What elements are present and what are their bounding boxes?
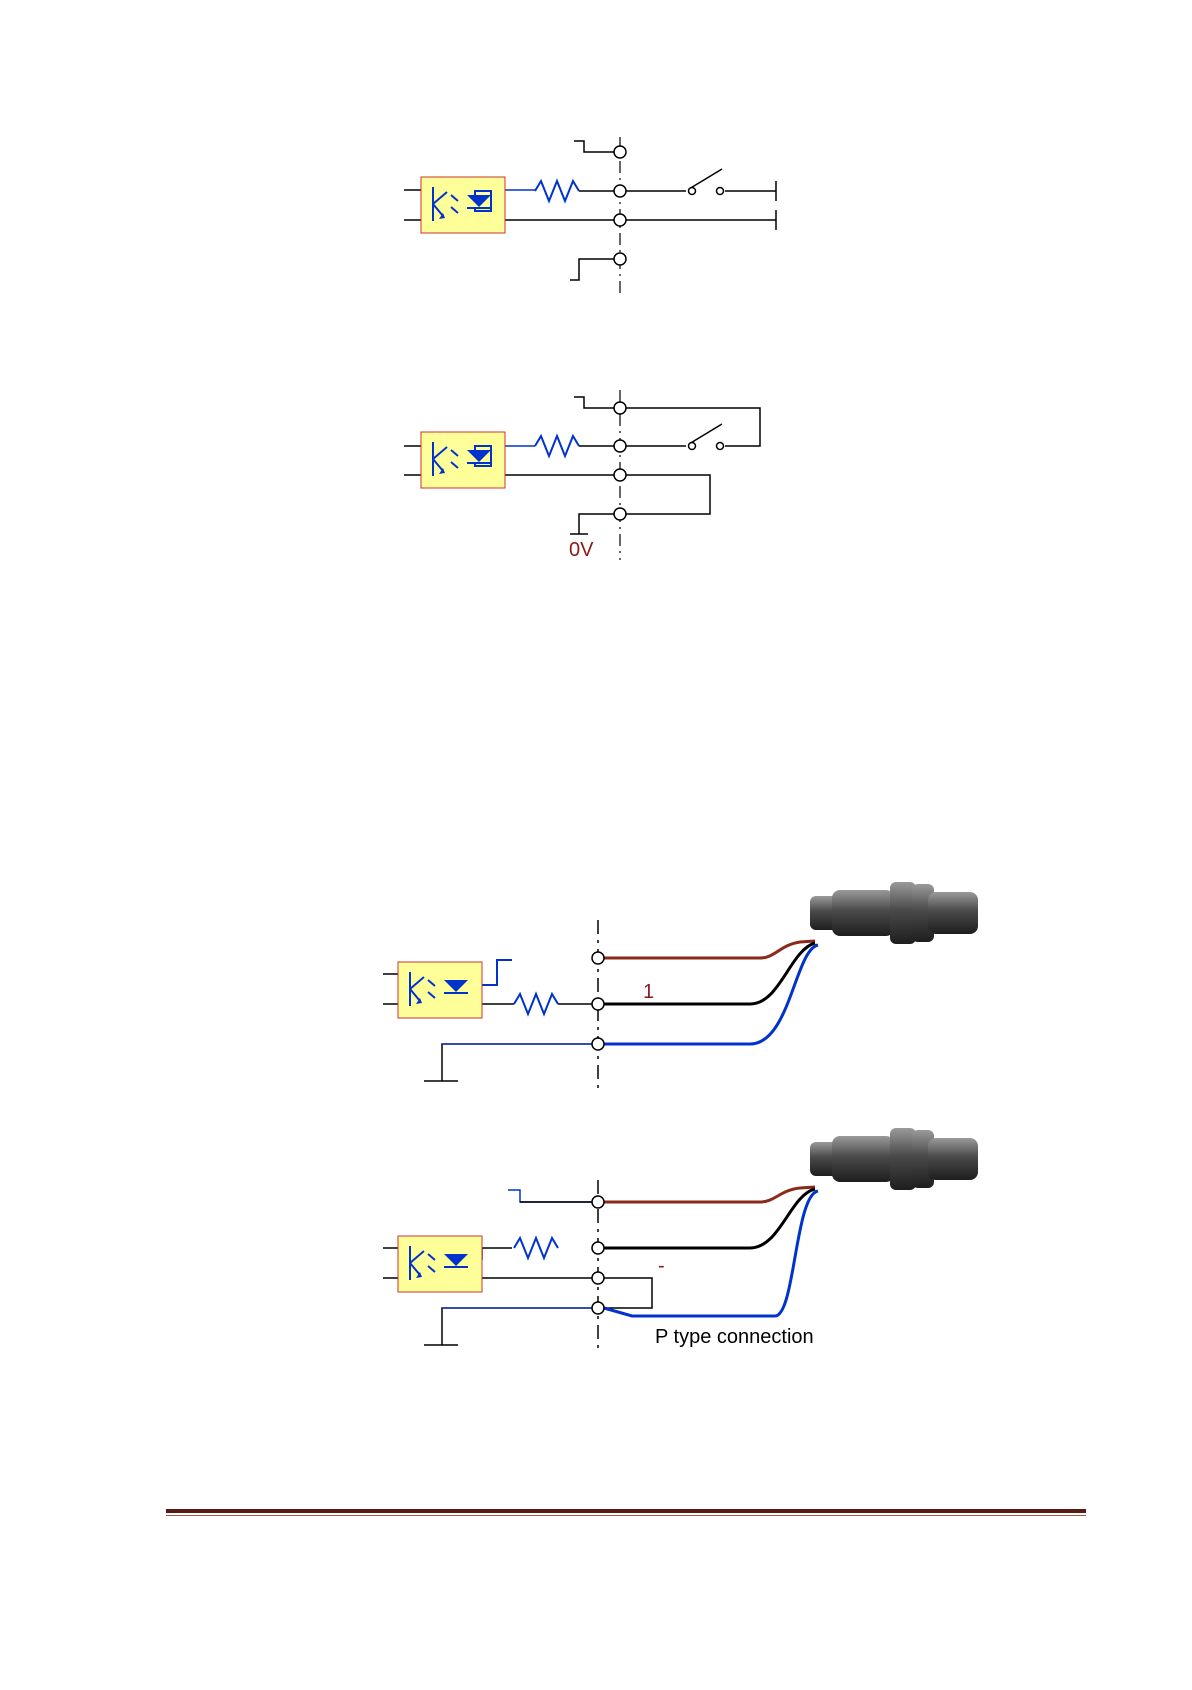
blue-wire <box>604 945 818 1044</box>
resistor-icon <box>514 1238 558 1258</box>
minus-label: - <box>658 1255 665 1277</box>
switch-icon <box>689 169 722 189</box>
resistor-icon <box>535 181 579 201</box>
switch-icon <box>689 424 722 444</box>
optocoupler-icon <box>398 962 482 1018</box>
resistor-icon <box>514 994 558 1014</box>
optocoupler-icon <box>421 177 505 233</box>
brown-wire <box>604 1187 815 1202</box>
signal-label: 1 <box>643 981 654 1003</box>
optocoupler-icon <box>398 1236 482 1292</box>
footer-rule <box>166 1509 1086 1513</box>
switch-npn-diagram <box>404 137 776 297</box>
footer-rule-thin <box>166 1515 1086 1516</box>
p-type-connection-label: P type connection <box>655 1326 814 1348</box>
brown-wire <box>604 941 815 958</box>
sensor-pnp-diagram: - P type connection <box>383 1128 978 1352</box>
blue-wire <box>604 1191 818 1316</box>
switch-pnp-diagram: 0V <box>404 390 760 561</box>
black-wire <box>604 1189 815 1248</box>
optocoupler-icon <box>421 432 505 488</box>
resistor-icon <box>535 436 579 456</box>
proximity-sensor-icon <box>810 1128 978 1190</box>
proximity-sensor-icon <box>810 882 978 944</box>
sensor-npn-diagram: 1 <box>383 882 978 1090</box>
zero-volt-label: 0V <box>569 539 594 561</box>
black-wire <box>604 943 815 1004</box>
